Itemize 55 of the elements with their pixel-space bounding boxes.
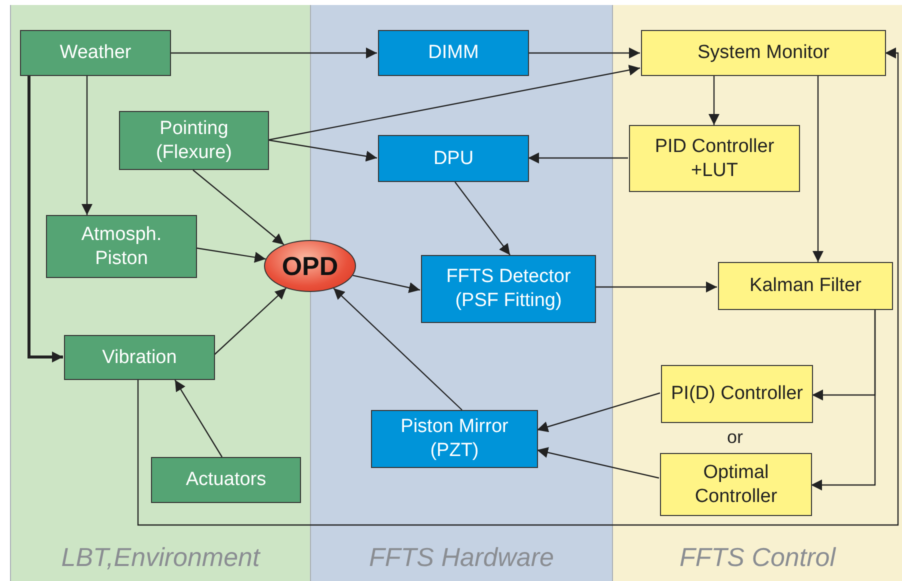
box-label: DPU bbox=[432, 146, 475, 170]
arrow bbox=[82, 76, 92, 215]
process-box bbox=[421, 255, 596, 323]
arrow bbox=[708, 76, 720, 125]
arrow bbox=[268, 139, 378, 162]
box-label: System Monitor bbox=[696, 41, 830, 65]
process-box bbox=[378, 30, 529, 76]
process-box bbox=[371, 410, 538, 468]
box-label: Actuators bbox=[184, 468, 268, 492]
box-label: Vibration bbox=[101, 346, 178, 370]
arrow bbox=[174, 380, 223, 458]
arrow bbox=[536, 447, 660, 479]
process-box bbox=[718, 262, 893, 310]
arrow bbox=[333, 288, 462, 410]
column-band bbox=[612, 5, 902, 581]
process-box bbox=[629, 125, 800, 192]
process-box bbox=[151, 457, 301, 503]
box-label: Atmosph. Piston bbox=[80, 222, 163, 270]
arrow bbox=[137, 48, 899, 526]
process-box bbox=[660, 453, 812, 516]
arrow bbox=[536, 392, 660, 432]
box-label: Piston Mirror (PZT) bbox=[400, 415, 510, 463]
process-box bbox=[46, 215, 197, 278]
arrow bbox=[352, 274, 420, 294]
arrow bbox=[214, 288, 286, 356]
box-label: PID Controller +LUT bbox=[654, 134, 776, 182]
box-label: PI(D) Controller bbox=[670, 382, 804, 406]
box-label: DIMM bbox=[427, 41, 480, 65]
process-box bbox=[378, 135, 529, 182]
arrow bbox=[28, 76, 63, 362]
arrow bbox=[528, 48, 640, 58]
band-title: FFTS Control bbox=[678, 542, 837, 573]
process-box bbox=[64, 335, 215, 380]
arrow bbox=[268, 64, 640, 141]
process-box bbox=[20, 30, 171, 76]
band-title: LBT,Environment bbox=[60, 542, 262, 573]
arrow bbox=[812, 76, 824, 262]
box-label: Optimal Controller bbox=[694, 460, 778, 508]
box-label: Pointing (Flexure) bbox=[154, 116, 233, 164]
box-label: Weather bbox=[58, 41, 132, 65]
box-label: FFTS Detector (PSF Fitting) bbox=[445, 265, 572, 313]
process-box bbox=[119, 111, 269, 170]
arrow bbox=[811, 310, 876, 490]
box-label: OPD bbox=[280, 254, 340, 278]
arrow bbox=[454, 182, 510, 256]
band-title: FFTS Hardware bbox=[368, 542, 555, 573]
note-text: or bbox=[727, 427, 744, 448]
arrow bbox=[595, 282, 717, 292]
box-label: Kalman Filter bbox=[748, 274, 862, 298]
process-box bbox=[661, 365, 813, 423]
arrow bbox=[170, 48, 377, 58]
arrow bbox=[196, 247, 266, 263]
process-box bbox=[641, 30, 886, 76]
arrow bbox=[192, 170, 284, 246]
arrow bbox=[528, 152, 628, 164]
